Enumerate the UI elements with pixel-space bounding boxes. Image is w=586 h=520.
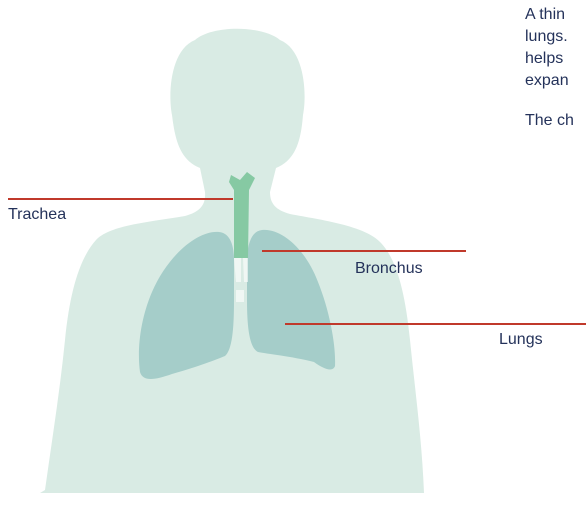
description-line: expan: [525, 70, 569, 92]
description-line: The ch: [525, 110, 574, 132]
description-paragraph-1: A thin lungs. helps expan: [525, 4, 569, 92]
lungs-label: Lungs: [499, 331, 543, 349]
bronchus-label: Bronchus: [355, 260, 423, 278]
description-paragraph-2: The ch: [525, 110, 574, 132]
description-line: helps: [525, 48, 569, 70]
description-line: lungs.: [525, 26, 569, 48]
airway-junction: [236, 290, 244, 302]
description-line: A thin: [525, 4, 569, 26]
trachea-label: Trachea: [8, 206, 66, 224]
